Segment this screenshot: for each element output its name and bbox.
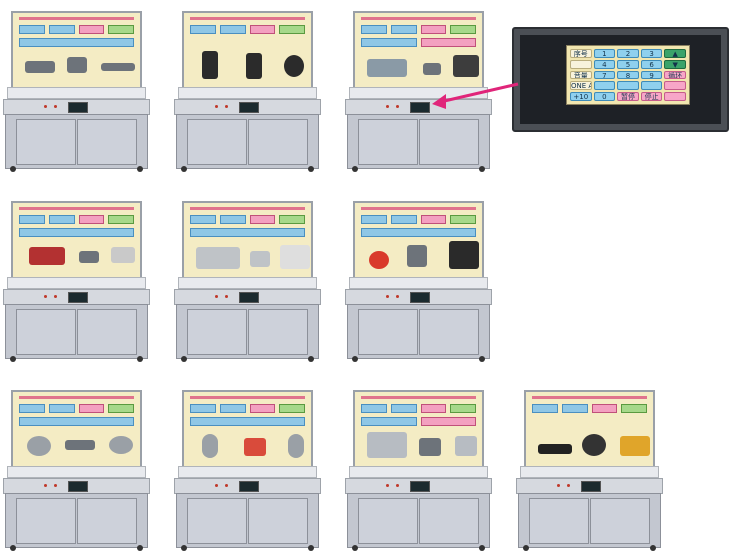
key-2[interactable]: 2 [617, 49, 639, 58]
control-screen-highlighted [410, 102, 430, 113]
key-loop[interactable]: 循环 [664, 70, 686, 80]
key-0[interactable]: 0 [593, 92, 616, 101]
hmi-keypad: 序号 1 2 3 ▲ 4 5 6 ▼ 音量 7 8 9 循环 ONE ALL +… [566, 45, 690, 105]
key-7[interactable]: 7 [593, 70, 616, 80]
control-screen [239, 102, 259, 113]
training-cabinet-6 [345, 193, 492, 362]
key-pause[interactable]: 暂停 [617, 92, 639, 101]
display-panel [353, 11, 484, 89]
key-9[interactable]: 9 [640, 70, 663, 80]
key-blank-d[interactable] [640, 81, 663, 91]
cabinet-door-left [16, 119, 76, 165]
key-blank-f[interactable] [664, 92, 686, 101]
display-panel [11, 11, 142, 89]
training-cabinet-5 [174, 193, 321, 362]
cabinet-door-right [77, 119, 137, 165]
key-6[interactable]: 6 [640, 59, 663, 69]
training-cabinet-3 [345, 3, 492, 172]
training-cabinet-9 [345, 382, 492, 551]
key-down-arrow[interactable]: ▼ [664, 59, 686, 69]
key-blank-e[interactable] [664, 81, 686, 91]
key-one-all[interactable]: ONE ALL [570, 81, 592, 91]
key-index[interactable]: 序号 [570, 49, 592, 58]
key-plus-ten[interactable]: +10 [570, 92, 592, 101]
key-stop[interactable]: 停止 [640, 92, 663, 101]
key-blank-b[interactable] [593, 81, 616, 91]
key-blank-a[interactable] [570, 59, 592, 69]
training-cabinet-4 [3, 193, 150, 362]
key-3[interactable]: 3 [640, 49, 663, 58]
training-cabinet-2 [174, 3, 321, 172]
control-screen [68, 102, 88, 113]
training-cabinet-10 [516, 382, 663, 551]
key-5[interactable]: 5 [617, 59, 639, 69]
key-8[interactable]: 8 [617, 70, 639, 80]
key-4[interactable]: 4 [593, 59, 616, 69]
key-up-arrow[interactable]: ▲ [664, 49, 686, 58]
training-cabinet-7 [3, 382, 150, 551]
key-1[interactable]: 1 [593, 49, 616, 58]
display-panel [182, 11, 313, 89]
hmi-touchscreen-closeup: 序号 1 2 3 ▲ 4 5 6 ▼ 音量 7 8 9 循环 ONE ALL +… [512, 27, 729, 132]
training-cabinet-8 [174, 382, 321, 551]
key-volume[interactable]: 音量 [570, 70, 592, 80]
key-blank-c[interactable] [617, 81, 639, 91]
triangle-up-icon: ▲ [672, 50, 678, 58]
training-cabinet-1 [3, 3, 150, 172]
triangle-down-icon: ▼ [672, 60, 678, 69]
